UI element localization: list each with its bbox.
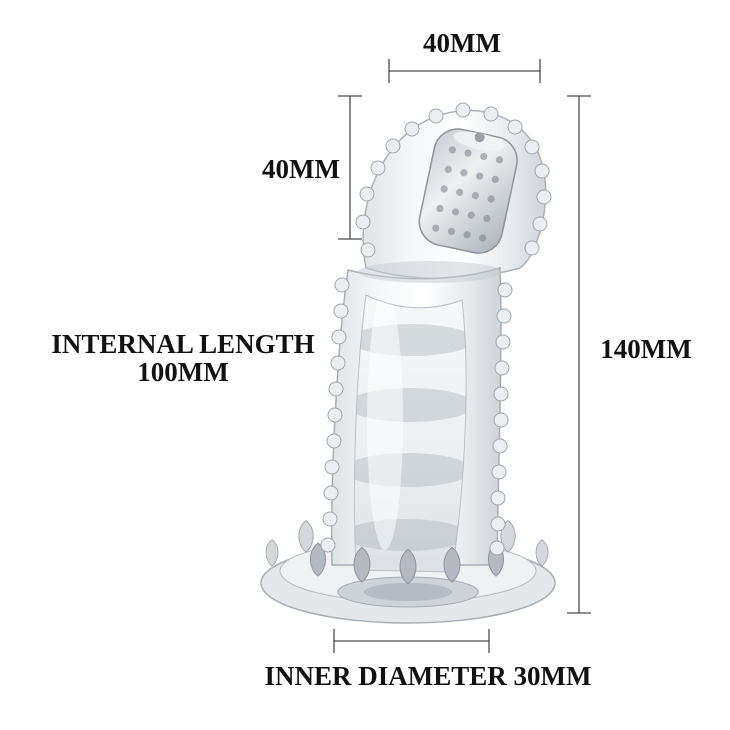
dimension-inner-diameter <box>333 629 490 653</box>
stud <box>497 282 513 298</box>
base-spike <box>298 520 314 553</box>
stud <box>330 355 346 371</box>
bullet-dot <box>448 146 457 154</box>
base-spike <box>535 539 549 567</box>
label-inner-diameter: INNER DIAMETER 30MM <box>265 661 592 691</box>
base-opening-hole <box>364 583 452 601</box>
stud <box>370 160 386 176</box>
stud <box>333 303 349 319</box>
bullet-dot <box>471 192 480 200</box>
base-front-spike <box>310 542 326 577</box>
stud <box>324 459 340 475</box>
dimension-total-height <box>567 95 591 614</box>
label-total-height: 140MM <box>600 334 691 364</box>
stud <box>494 360 510 376</box>
bullet-dot <box>479 234 487 242</box>
stud <box>334 277 350 293</box>
stud <box>322 511 338 527</box>
bullet-vibrator <box>418 128 518 254</box>
stud <box>483 106 499 122</box>
stud <box>455 102 471 118</box>
bullet-dot <box>495 156 503 164</box>
dimension-tip-height <box>338 95 362 240</box>
stud <box>536 189 552 205</box>
base-front-spike <box>443 546 461 583</box>
bullet-dot <box>432 224 440 232</box>
bullet-dot <box>480 152 488 161</box>
stud <box>327 407 343 423</box>
stud <box>360 242 376 258</box>
stud <box>534 163 550 179</box>
bullet-dot <box>456 188 464 196</box>
cavity-shading-bands <box>354 295 467 551</box>
stud <box>507 119 523 135</box>
stud <box>490 490 506 506</box>
base-front-spike <box>353 546 371 583</box>
bullet-dot <box>487 195 495 203</box>
stud <box>491 464 507 480</box>
stud <box>496 308 512 324</box>
stud <box>428 108 444 124</box>
bullet-dot <box>460 169 468 177</box>
label-internal-length-value: 100MM <box>137 357 228 387</box>
bullet-dot <box>452 208 460 216</box>
stud <box>359 186 375 202</box>
bullet-dot <box>467 211 475 219</box>
bullet-dot <box>463 231 471 239</box>
bullet-dot <box>464 149 472 157</box>
stud <box>326 433 342 449</box>
bullet-texture-dots <box>432 146 503 242</box>
product-shaft <box>330 261 502 573</box>
bullet-dot <box>440 185 448 193</box>
bullet-dot <box>483 214 491 223</box>
stud <box>493 412 509 428</box>
stud <box>532 216 548 232</box>
neck-shadow <box>358 261 502 283</box>
base-spike <box>265 539 279 567</box>
stud <box>323 485 339 501</box>
stud <box>328 381 344 397</box>
product-tip <box>362 109 547 280</box>
stud <box>490 516 506 532</box>
stud <box>385 138 401 154</box>
dimension-lines <box>333 59 591 653</box>
bullet-dot <box>475 172 484 180</box>
stud <box>493 386 509 402</box>
dimension-top-width <box>388 59 541 83</box>
dimension-labels: 40MM 40MM INTERNAL LENGTH 100MM 140MM IN… <box>51 28 691 691</box>
bullet-dot <box>447 227 456 236</box>
label-top-width: 40MM <box>423 28 501 58</box>
stud <box>489 540 505 556</box>
stud <box>404 121 420 137</box>
stud <box>320 537 336 553</box>
bullet-dot <box>436 204 444 213</box>
label-tip-height: 40MM <box>262 154 340 184</box>
bullet-dot <box>491 175 499 183</box>
stud <box>495 334 511 350</box>
stud <box>492 438 508 454</box>
stud <box>524 139 540 155</box>
base-front-spike <box>399 548 417 585</box>
texture-studs <box>320 102 552 556</box>
label-internal-length: INTERNAL LENGTH <box>51 329 314 359</box>
bullet-dot <box>444 165 452 174</box>
stud <box>331 329 347 345</box>
stud <box>355 214 371 230</box>
product-illustration <box>260 102 556 624</box>
stud <box>524 240 540 256</box>
